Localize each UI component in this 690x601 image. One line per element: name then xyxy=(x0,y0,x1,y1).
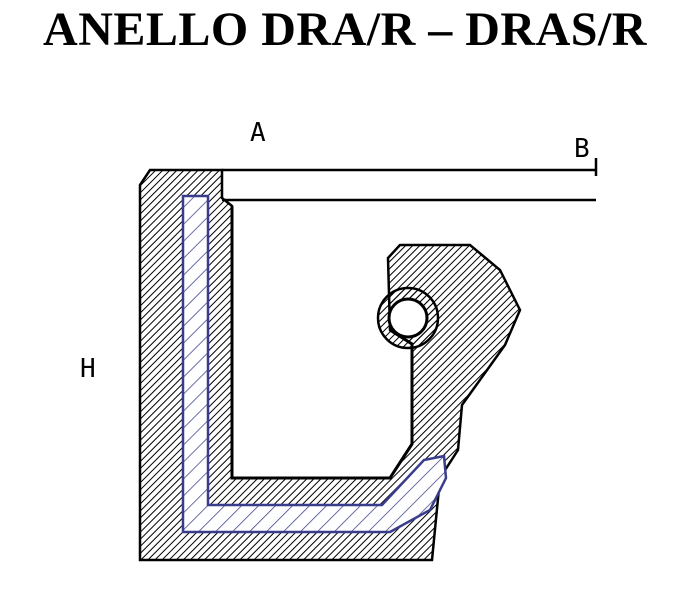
dimension-label-b: B xyxy=(574,134,590,164)
dimension-label-a: A xyxy=(250,118,266,148)
page-title: ANELLO DRA/R – DRAS/R xyxy=(43,3,647,56)
dimension-label-h: H xyxy=(80,354,96,384)
